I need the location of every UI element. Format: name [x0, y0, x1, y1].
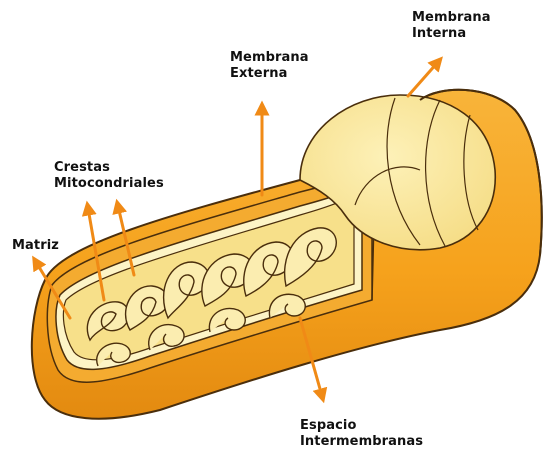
- label-crestas-mitocondriales: Crestas Mitocondriales: [54, 160, 164, 192]
- label-espacio-intermembranas: Espacio Intermembranas: [300, 418, 423, 450]
- label-espacio-line1: Espacio: [300, 418, 423, 434]
- label-membrana-externa: Membrana Externa: [230, 50, 309, 82]
- label-crestas-line1: Crestas: [54, 160, 164, 176]
- label-membrana-externa-line2: Externa: [230, 66, 309, 82]
- label-crestas-line2: Mitocondriales: [54, 176, 164, 192]
- label-membrana-interna-line2: Interna: [412, 26, 491, 42]
- label-espacio-line2: Intermembranas: [300, 434, 423, 450]
- label-matriz-line1: Matriz: [12, 238, 59, 254]
- label-membrana-interna-line1: Membrana: [412, 10, 491, 26]
- label-membrana-externa-line1: Membrana: [230, 50, 309, 66]
- label-membrana-interna: Membrana Interna: [412, 10, 491, 42]
- label-matriz: Matriz: [12, 238, 59, 254]
- arrow-membrana-interna: [408, 62, 438, 96]
